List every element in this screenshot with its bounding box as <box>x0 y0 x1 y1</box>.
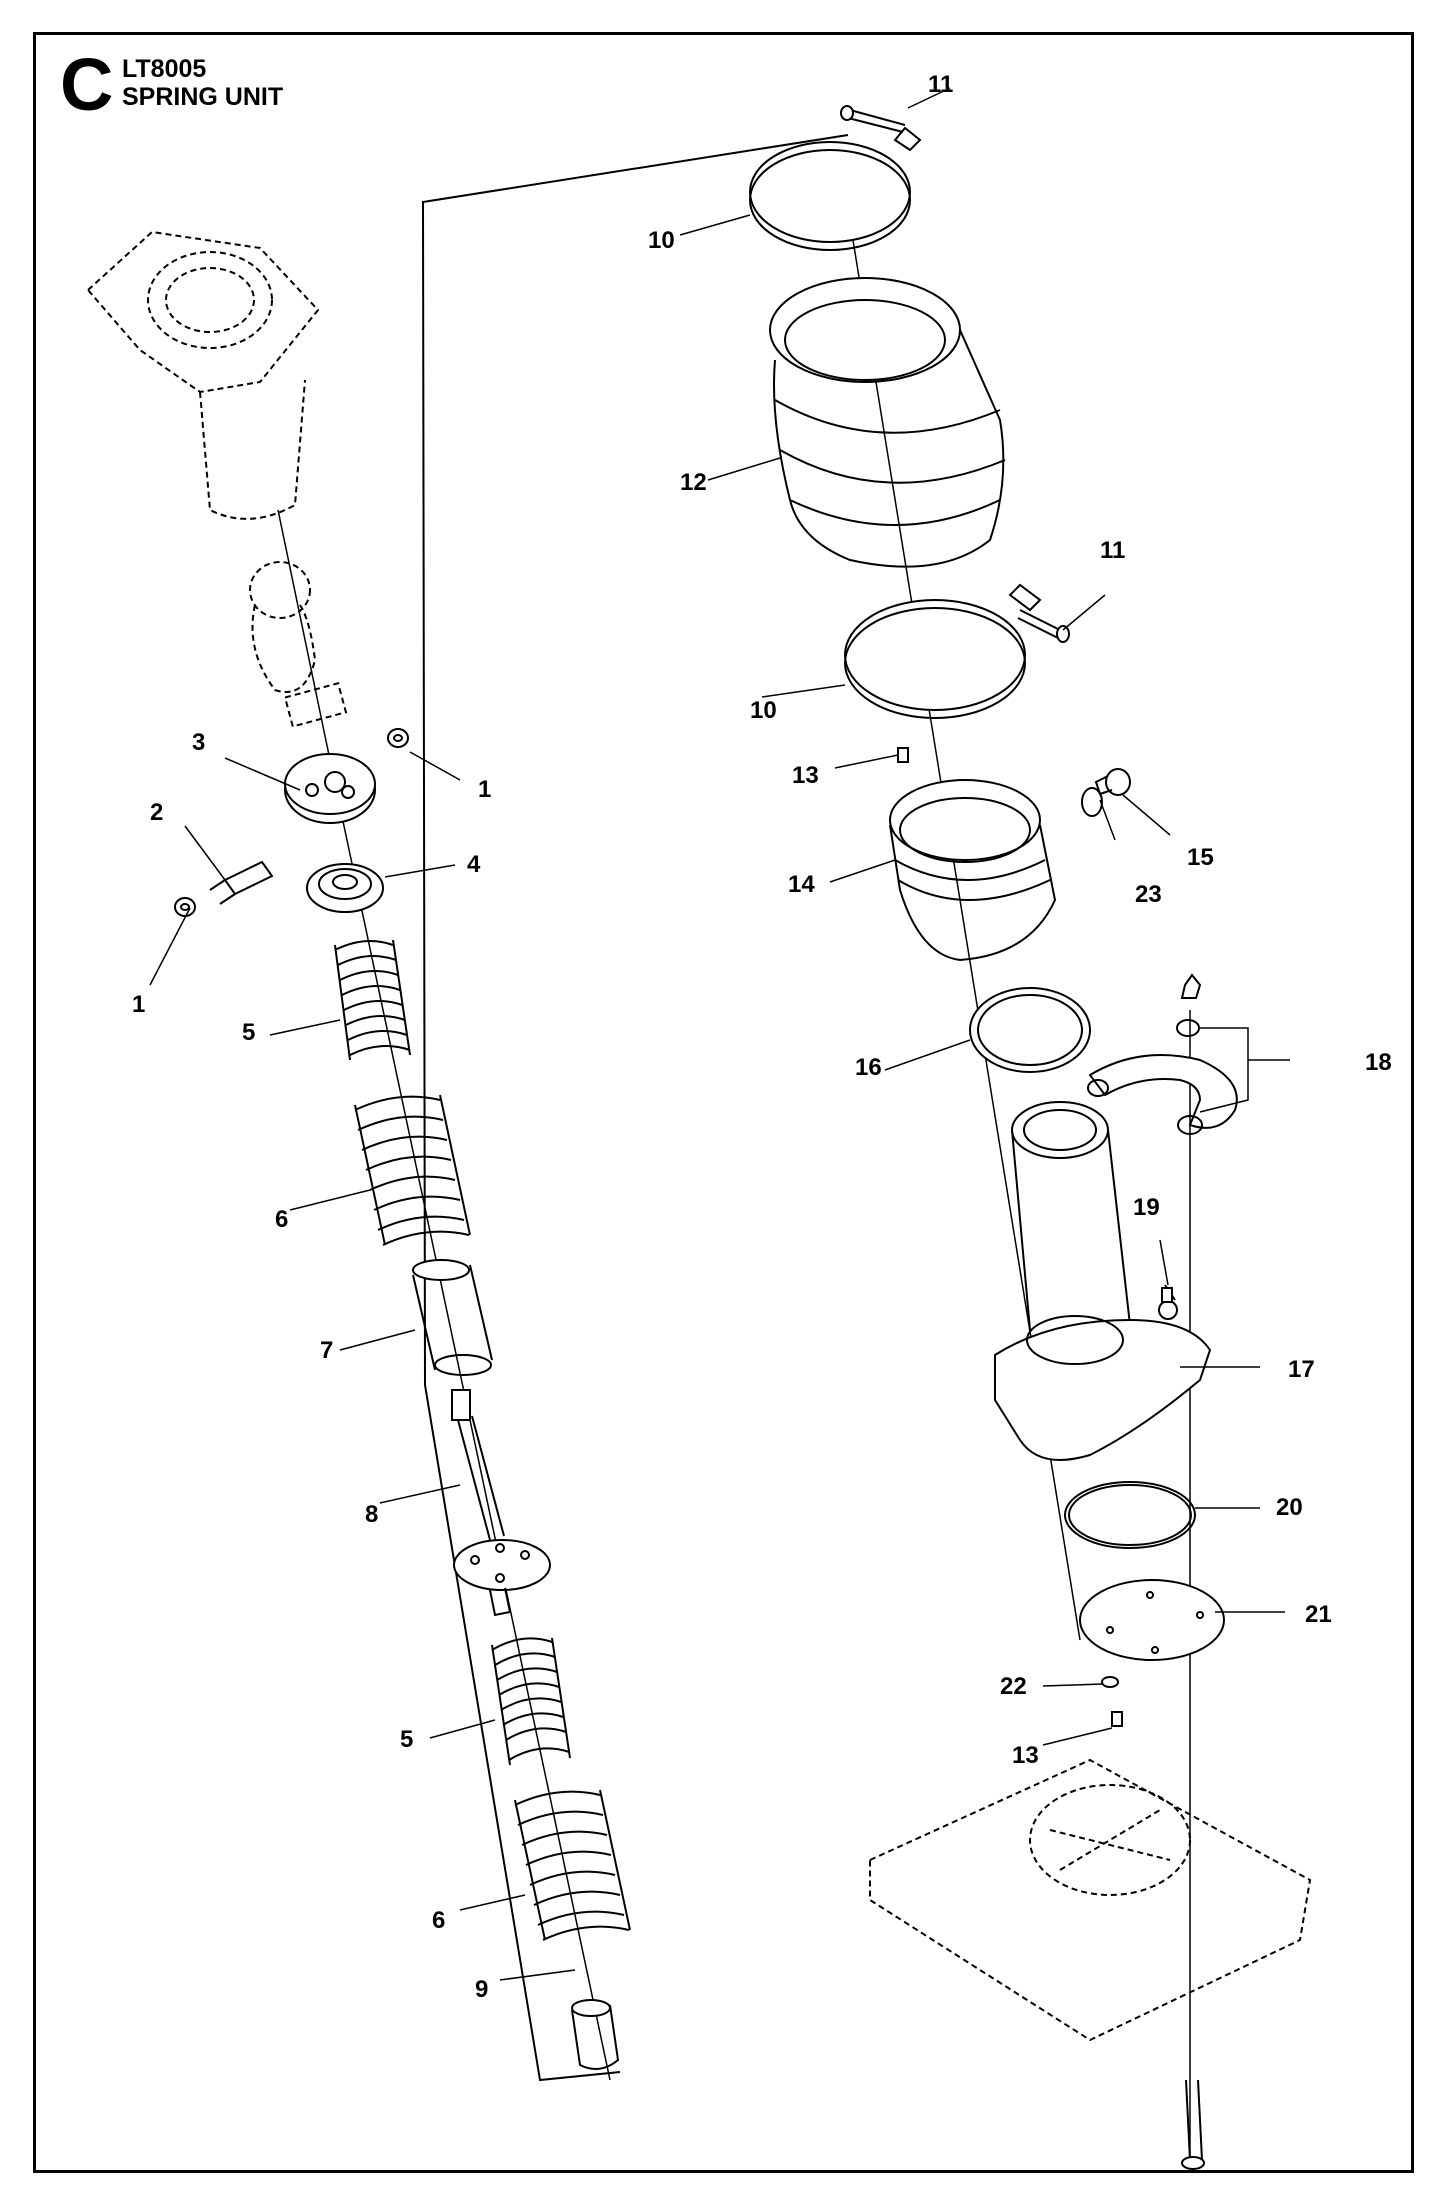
section-letter: C <box>60 43 114 126</box>
callout-17: 17 <box>1288 1356 1315 1383</box>
callout-1a: 1 <box>478 776 491 803</box>
part-13-screw-lower <box>1111 1711 1123 1727</box>
callout-20: 20 <box>1276 1494 1303 1521</box>
part-21-plate <box>1079 1579 1225 1661</box>
part-1-nut-upper <box>387 728 409 748</box>
callout-11b: 11 <box>1100 537 1125 564</box>
callout-10a: 10 <box>648 227 675 254</box>
guide-foot-reference <box>86 230 320 520</box>
callout-8: 8 <box>365 1501 378 1528</box>
callout-6a: 6 <box>275 1206 288 1233</box>
part-10-clamp-upper <box>749 126 922 251</box>
part-13-screw-upper <box>897 747 909 763</box>
callout-6b: 6 <box>432 1907 445 1934</box>
part-12-bellows <box>769 277 1006 568</box>
bottom-bolt <box>1181 2079 1205 2170</box>
part-1-nut-lower <box>174 897 196 917</box>
part-3-block <box>284 753 376 824</box>
part-8-rod <box>451 1389 551 1617</box>
callout-9: 9 <box>475 1976 488 2003</box>
part-14-cup <box>889 779 1057 962</box>
part-4-washer <box>306 863 384 913</box>
callout-21: 21 <box>1305 1601 1332 1628</box>
part-5-spring-lower <box>491 1637 571 1766</box>
leader-lines <box>149 87 1290 1981</box>
part-5-spring-upper <box>334 939 411 1061</box>
part-19-screw <box>1161 1284 1176 1303</box>
part-20-oring <box>1064 1481 1196 1549</box>
callout-1b: 1 <box>132 991 145 1018</box>
part-2-pin <box>209 860 274 905</box>
part-16-gasket <box>969 987 1091 1073</box>
callout-5a: 5 <box>242 1019 255 1046</box>
part-11-screw-upper <box>840 105 906 133</box>
part-18-handle <box>1087 973 1238 1135</box>
callout-23: 23 <box>1135 881 1162 908</box>
callout-4: 4 <box>467 851 481 878</box>
base-plate-reference <box>869 1758 1312 2042</box>
callout-15: 15 <box>1187 844 1214 871</box>
callout-18: 18 <box>1365 1049 1392 1076</box>
connecting-link-reference <box>249 561 348 728</box>
callout-13a: 13 <box>792 762 819 789</box>
callout-5b: 5 <box>400 1726 413 1753</box>
callout-11a: 11 <box>928 71 953 98</box>
drawing-frame <box>33 32 1414 2173</box>
callout-19: 19 <box>1133 1194 1160 1221</box>
part-6-spring-upper <box>354 1094 471 1246</box>
part-23-oring <box>1081 787 1103 817</box>
part-9-end-piece <box>571 1999 620 2070</box>
part-10-clamp-lower <box>844 583 1042 719</box>
callout-7: 7 <box>320 1337 333 1364</box>
callout-16: 16 <box>855 1054 882 1081</box>
callout-2: 2 <box>150 799 163 826</box>
callout-22: 22 <box>1000 1673 1027 1700</box>
diagram-title: SPRING UNIT <box>122 83 284 111</box>
callout-labels: 1 1 2 3 4 5 6 7 8 5 6 9 10 10 11 11 12 1… <box>132 71 1392 2003</box>
model-number: LT8005 <box>122 55 207 83</box>
part-11-screw-lower <box>1017 609 1070 643</box>
callout-14: 14 <box>788 871 815 898</box>
part-7-sleeve <box>412 1259 493 1376</box>
part-15-plug <box>1094 768 1131 796</box>
left-center-axis <box>277 509 611 2081</box>
part-6-spring-lower <box>514 1789 631 1941</box>
assembly-bracket-line <box>421 134 849 2082</box>
callout-3: 3 <box>192 729 205 756</box>
callout-13b: 13 <box>1012 1742 1039 1769</box>
part-17-housing <box>994 1101 1212 1461</box>
callout-10b: 10 <box>750 697 777 724</box>
part-22-washer <box>1101 1676 1119 1688</box>
callout-12: 12 <box>680 469 707 496</box>
